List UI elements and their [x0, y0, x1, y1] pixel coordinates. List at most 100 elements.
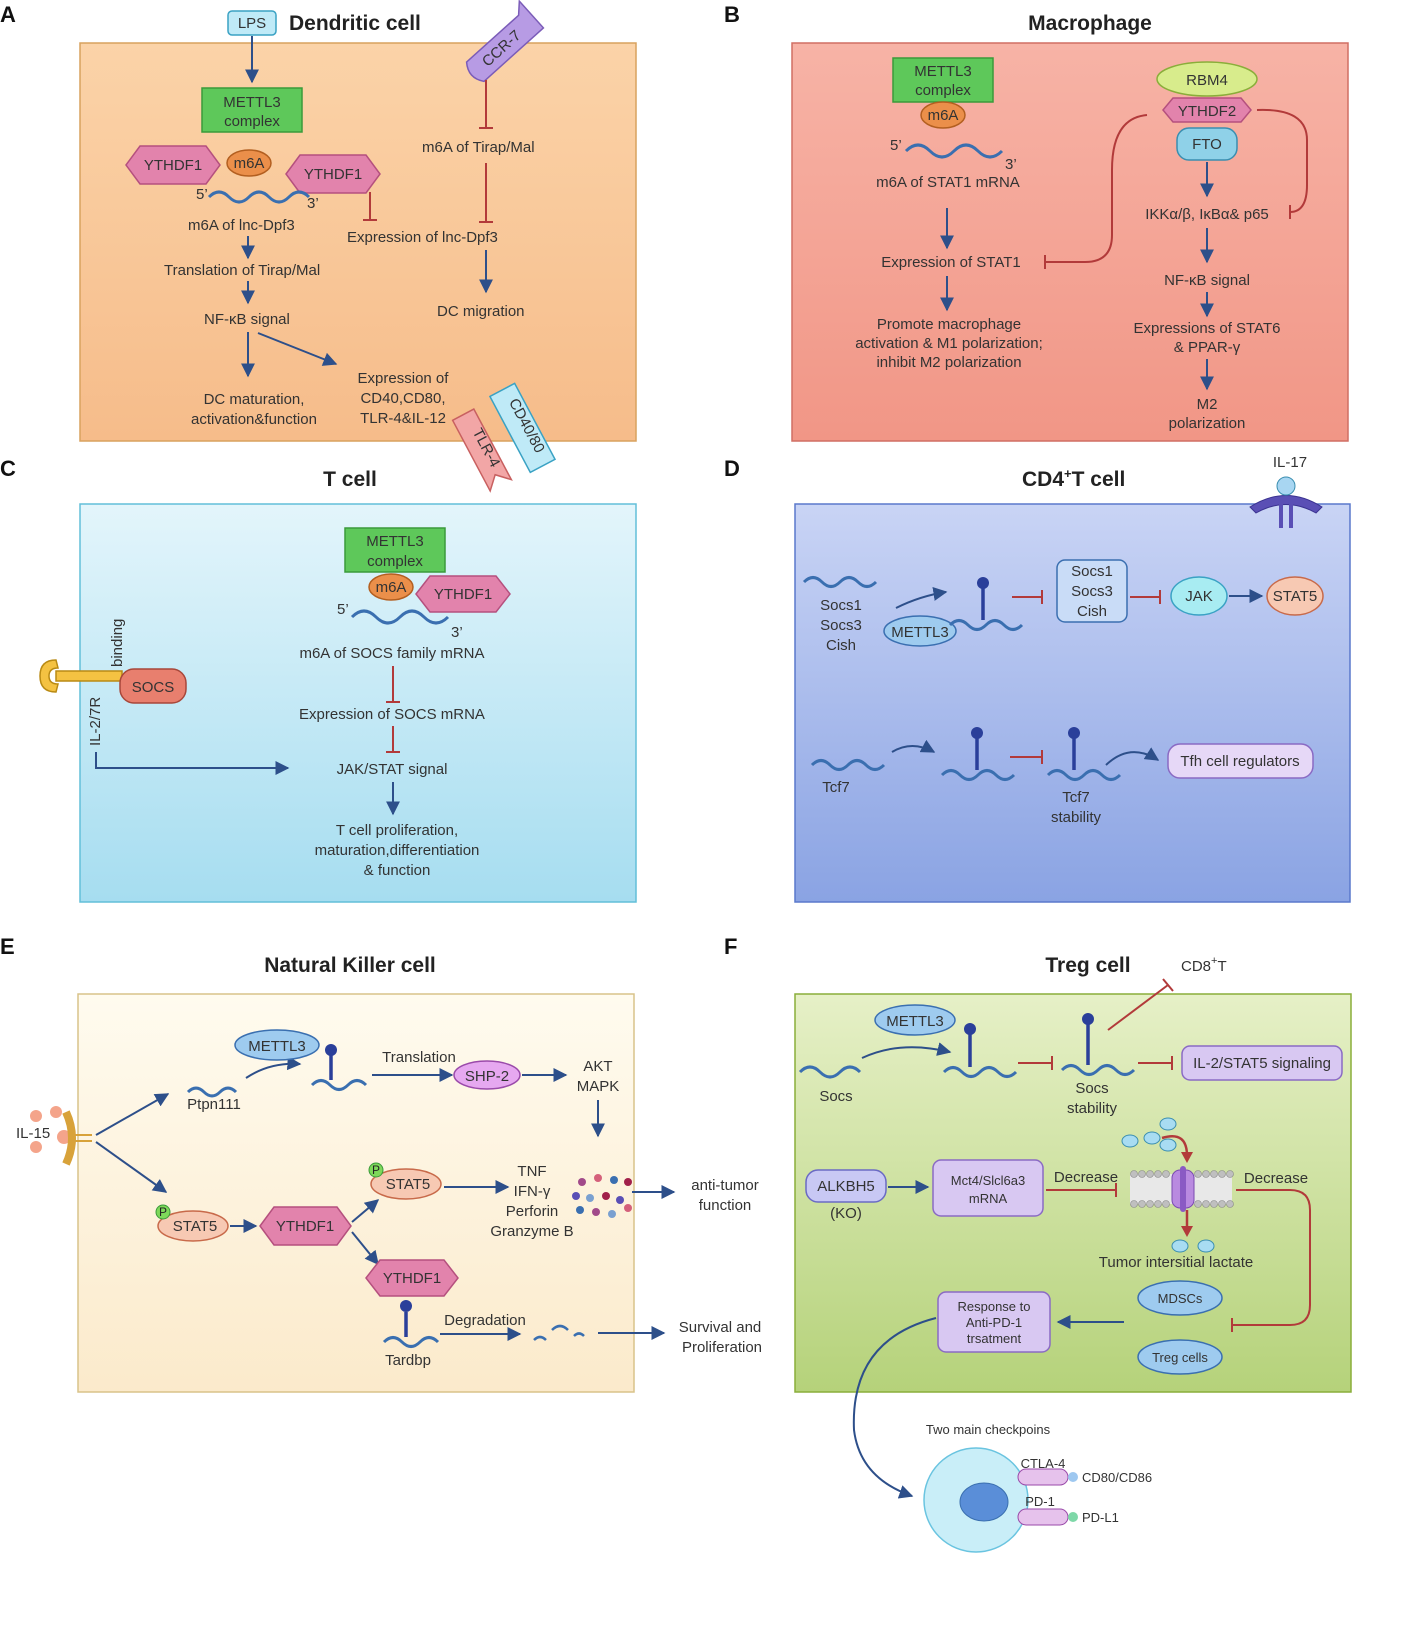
- methylated-rna-icon: [382, 1300, 440, 1348]
- mettl3-ellipse: METTL3: [234, 1029, 320, 1061]
- signal-arrow: [95, 752, 290, 775]
- ythdf2-hexagon: YTHDF2: [1162, 97, 1252, 123]
- panel-title: Macrophage: [1028, 12, 1152, 35]
- ythdf1-label: YTHDF1: [434, 586, 492, 603]
- pdl1-label: PD-L1: [1082, 1510, 1119, 1525]
- cd40-cd80-label: CD40,CD80,: [360, 390, 445, 407]
- il27r-label: IL-2/7R: [87, 697, 104, 746]
- mrna-strand: [798, 1065, 862, 1079]
- anti-pd1-label: Anti-PD-1: [966, 1315, 1022, 1330]
- m6a-stat1-label: m6A of STAT1 mRNA: [876, 174, 1020, 191]
- expression-socs-label: Expression of SOCS mRNA: [299, 706, 485, 723]
- stat5-label: STAT5: [386, 1176, 430, 1193]
- ifn-label: IFN-γ: [514, 1183, 551, 1200]
- mrna-strand: [802, 576, 878, 588]
- cish-label: Cish: [826, 637, 856, 654]
- mettl3-label: METTL3: [248, 1038, 306, 1055]
- cd8-label: CD8+T: [1181, 955, 1227, 975]
- m6a-badge: m6A: [226, 149, 272, 177]
- ythdf1-hexagon: YTHDF1: [125, 145, 221, 185]
- tcf7-label: Tcf7: [1062, 789, 1090, 806]
- mct4-mrna-box: Mct4/Slcl6a3 mRNA: [932, 1159, 1044, 1217]
- il2-stat5-label: IL-2/STAT5 signaling: [1193, 1055, 1331, 1072]
- panel-background: [791, 42, 1349, 442]
- ikk-label: IKKα/β, IκBα& p65: [1145, 206, 1269, 223]
- panel-d: D CD4+T cell IL-17 Socs1 Socs3 Cish METT…: [724, 454, 1351, 903]
- inhibit-line: [1232, 1189, 1311, 1326]
- ythdf1-label: YTHDF1: [383, 1270, 441, 1287]
- tfh-label: Tfh cell regulators: [1180, 753, 1299, 770]
- stability-label: stability: [1067, 1100, 1118, 1117]
- ptpn-label: Ptpn111: [187, 1096, 241, 1113]
- ythdf1-hexagon: YTHDF1: [285, 154, 381, 194]
- jak-ellipse: JAK: [1170, 576, 1228, 616]
- stat5-label: STAT5: [1273, 588, 1317, 605]
- il15-label: IL-15: [16, 1125, 50, 1142]
- socs3-label: Socs3: [1071, 583, 1113, 600]
- translation-label: Translation: [382, 1049, 456, 1066]
- lps-box: LPS: [227, 10, 277, 36]
- survival-label: Survival and: [679, 1319, 762, 1336]
- dc-migration-label: DC migration: [437, 303, 525, 320]
- polarization-label: polarization: [1169, 415, 1246, 432]
- degraded-rna-icon: [533, 1324, 585, 1341]
- tlr4-il12-label: TLR-4&IL-12: [360, 410, 446, 427]
- lactate-molecules-icon: [1121, 1117, 1215, 1253]
- rbm4-ellipse: RBM4: [1156, 61, 1258, 97]
- maturation-label: maturation,differentiation: [315, 842, 480, 859]
- methylated-rna-icon: [948, 577, 1024, 631]
- treg-cells-label: Treg cells: [1152, 1350, 1208, 1365]
- mrna-strand: [186, 1086, 238, 1098]
- t-cell-icon: [923, 1447, 1078, 1553]
- tcf7-label: Tcf7: [822, 779, 850, 796]
- mrna-label: mRNA: [969, 1191, 1008, 1206]
- mettl3-label: METTL3: [891, 624, 949, 641]
- mettl3-label: METTL3: [366, 533, 424, 550]
- ythdf2-label: YTHDF2: [1178, 103, 1236, 120]
- mct4-label: Mct4/Slcl6a3: [951, 1173, 1025, 1188]
- alkbh5-label: ALKBH5: [817, 1178, 875, 1195]
- mettl3-complex-box: METTL3 complex: [201, 87, 303, 133]
- m1-polarization-label: activation & M1 polarization;: [855, 335, 1043, 352]
- proliferation-label: Proliferation: [682, 1339, 762, 1356]
- akt-label: AKT: [583, 1058, 612, 1075]
- panel-background: [79, 42, 637, 442]
- mettl3-ellipse: METTL3: [883, 615, 957, 647]
- il17-receptor: [1249, 476, 1323, 528]
- il2-stat5-box: IL-2/STAT5 signaling: [1181, 1045, 1343, 1081]
- three-prime-label: 3’: [307, 195, 319, 212]
- t-cell-proliferation-label: T cell proliferation,: [336, 822, 458, 839]
- ythdf1-hexagon: YTHDF1: [259, 1206, 352, 1246]
- panel-label: C: [0, 456, 16, 481]
- methylated-rna-icon: [1060, 1013, 1136, 1076]
- mrna-strand: [904, 143, 1004, 159]
- complex-label: complex: [224, 113, 280, 130]
- stability-label: stability: [1051, 809, 1102, 826]
- complex-label: complex: [367, 553, 423, 570]
- panel-label: E: [0, 934, 15, 959]
- m6a-badge: m6A: [920, 101, 966, 129]
- shp2-label: SHP-2: [465, 1068, 509, 1085]
- p-stat5-ellipse: STAT5 P: [368, 1162, 442, 1200]
- fto-box: FTO: [1176, 127, 1238, 161]
- socs-label: SOCS: [132, 679, 175, 696]
- degradation-label: Degradation: [444, 1312, 526, 1329]
- mettl3-label: METTL3: [223, 94, 281, 111]
- granzyme-label: Granzyme B: [490, 1223, 573, 1240]
- complex-label: complex: [915, 82, 971, 99]
- pd1-label: PD-1: [1025, 1494, 1055, 1509]
- checkpoints-label: Two main checkpoins: [926, 1422, 1051, 1437]
- cell-membrane-icon: [1130, 1166, 1234, 1212]
- mrna-strand: [350, 609, 450, 625]
- alkbh5-box: ALKBH5: [805, 1169, 887, 1203]
- three-prime-label: 3’: [1005, 156, 1017, 173]
- treatment-label: trsatment: [967, 1331, 1022, 1346]
- lps-label: LPS: [238, 15, 266, 32]
- panel-title: CD4+T cell: [1022, 466, 1125, 491]
- panel-label: B: [724, 2, 740, 27]
- three-prime-label: 3’: [451, 624, 463, 641]
- m2-label: M2: [1197, 396, 1218, 413]
- mettl3-label: METTL3: [886, 1013, 944, 1030]
- socs3-label: Socs3: [820, 617, 862, 634]
- m6a-socs-label: m6A of SOCS family mRNA: [299, 645, 484, 662]
